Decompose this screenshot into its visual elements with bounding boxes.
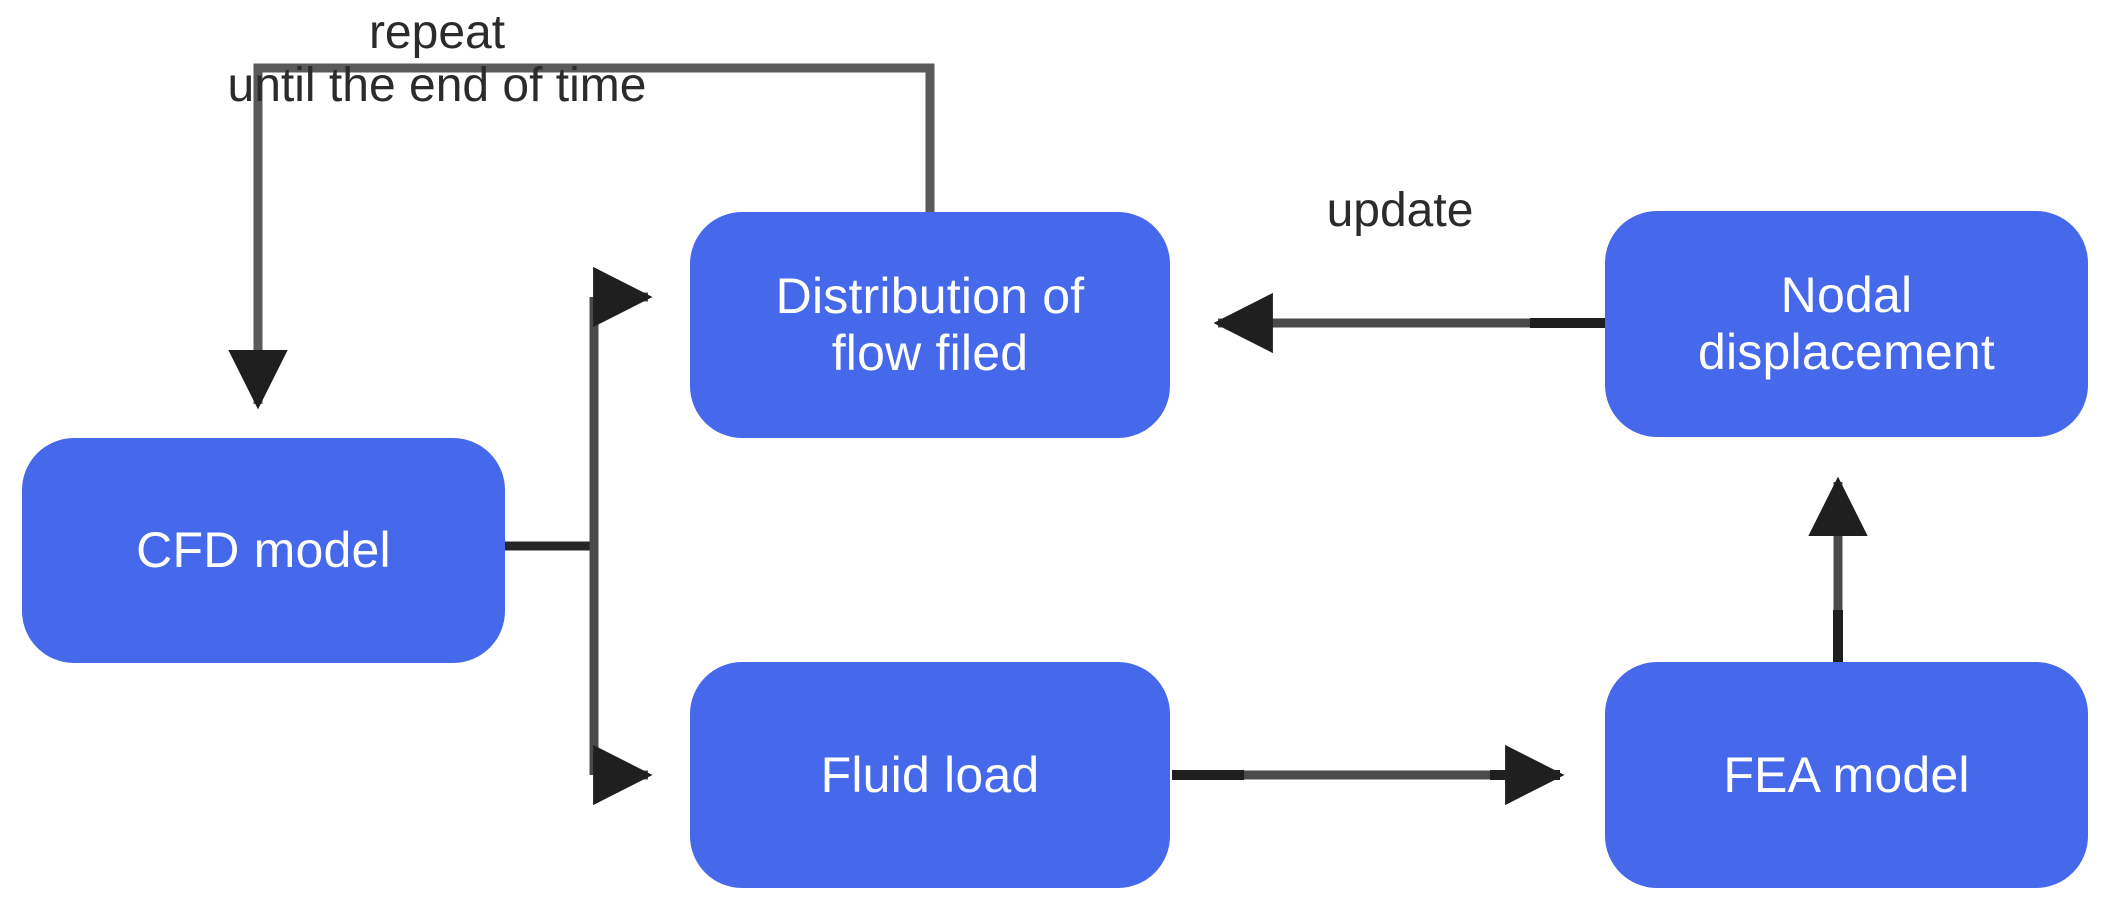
edge-distribution-to-cfd-loop [228, 63, 935, 410]
node-fluid-load[interactable]: Fluid load [690, 662, 1170, 888]
edge-label-until-the-end-of-time: until the end of time [227, 59, 647, 112]
node-fea-model-label: FEA model [1723, 746, 1970, 803]
node-cfd-model-label: CFD model [136, 522, 391, 578]
edge-cfd-branch-trunk [505, 297, 599, 775]
edge-label-repeat: repeat [368, 6, 506, 59]
node-fea-model[interactable]: FEA model [1605, 662, 2088, 888]
node-cfd-model[interactable]: CFD model [22, 438, 505, 663]
node-fluid-load-label: Fluid load [820, 746, 1040, 803]
node-distribution-of-flow-filed[interactable]: Distribution of flow filed [690, 212, 1170, 438]
edge-label-update: update [1326, 184, 1474, 237]
node-nodal-displacement[interactable]: Nodal displacement [1605, 211, 2088, 437]
node-nodal-displacement-label: Nodal displacement [1697, 267, 1995, 380]
node-distribution-of-flow-filed-label: Distribution of flow filed [775, 268, 1085, 381]
